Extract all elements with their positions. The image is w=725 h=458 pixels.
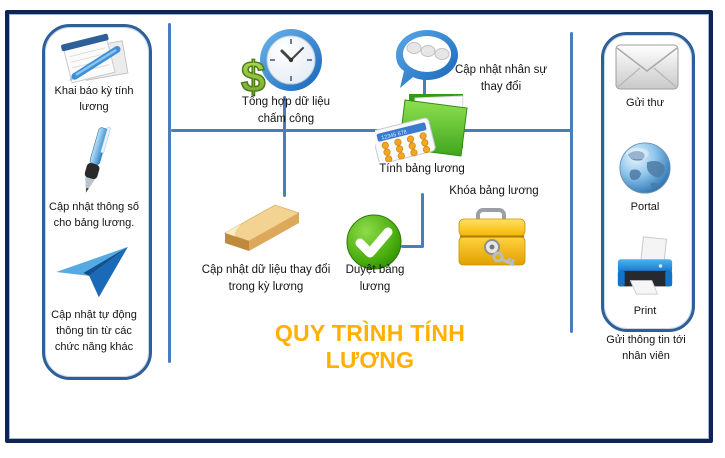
clock-to-eraser-connector: [283, 96, 286, 197]
right-panel-caption: Gửi thông tin tới nhân viên: [606, 334, 686, 362]
step-approve-label: Duyệt bảng lương: [345, 264, 405, 293]
globe-icon: [618, 141, 672, 195]
right-item-2-label: Portal: [630, 201, 660, 213]
left-input-panel: Khai báo kỳ tính lương Cập nhật thông số…: [42, 24, 152, 380]
printer-icon: [615, 235, 675, 299]
svg-text:$: $: [241, 53, 265, 98]
check-mark-icon: [344, 212, 404, 272]
step-hr-change-label: Cập nhật nhân sự thay đổi: [454, 64, 548, 93]
step-lock-label: Khóa bảng lương: [449, 185, 539, 197]
paper-plane-icon: [53, 243, 135, 303]
right-item-1-label: Gửi thư: [626, 97, 664, 109]
notepad-pen-icon: [58, 33, 134, 85]
diagram-border: [5, 10, 713, 443]
main-horizontal-connector: [171, 129, 571, 132]
step-update-data-label: Cập nhật dữ liệu thay đổi trong kỳ lương: [201, 264, 331, 293]
left-item-1-label: Khai báo kỳ tính lương: [54, 85, 134, 113]
step-timesheet-label: Tổng hợp dữ liệu chấm công: [241, 96, 331, 125]
approve-branch-connector: [401, 245, 423, 248]
folder-calculator-icon: 12345 678: [375, 90, 469, 162]
left-item-3-label: Cập nhật tự động thông tin từ các chức n…: [51, 309, 137, 353]
right-output-panel: Gửi thư Portal: [601, 32, 695, 332]
left-item-2-label: Cập nhật thông số cho bảng lương.: [49, 201, 139, 229]
diagram-title: QUY TRÌNH TÍNH LƯƠNG: [274, 320, 466, 373]
left-divider-line: [168, 23, 171, 363]
right-divider-line: [570, 32, 573, 333]
envelope-icon: [615, 43, 679, 91]
chat-bubble-icon: [392, 27, 462, 89]
step-calculate-label: Tính bảng lương: [379, 163, 465, 175]
clock-dollar-icon: $: [239, 26, 327, 98]
cash-box-icon: [453, 207, 531, 271]
pen-icon: [72, 125, 118, 197]
right-item-3-label: Print: [633, 305, 657, 317]
eraser-icon: [219, 201, 307, 261]
folder-to-approve-connector: [421, 193, 424, 248]
